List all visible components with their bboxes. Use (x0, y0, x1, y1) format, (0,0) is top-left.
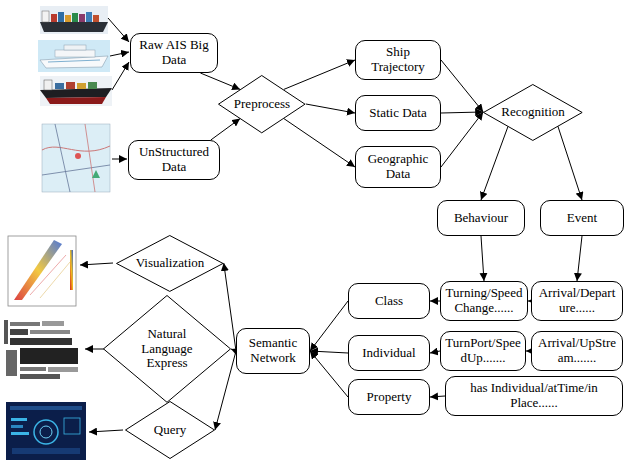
flow-arrow (481, 126, 508, 200)
flow-arrow (310, 351, 348, 397)
text-wrap: Visualization (136, 256, 205, 271)
node-label: Ship Trajectory (360, 45, 436, 75)
text-wrap: Recognition (501, 105, 565, 120)
diamond-shape (484, 84, 583, 140)
sea-chart-picture (42, 124, 110, 192)
flow-arrow (430, 396, 445, 397)
process-box: Arrival/UpStream....... (531, 331, 623, 371)
process-box: has Individual/atTime/in Place...... (445, 376, 623, 416)
flow-arrow (284, 60, 355, 89)
node-label: has Individual/atTime/in Place...... (450, 381, 618, 411)
node-label: Behaviour (442, 211, 520, 226)
cargo-ship-picture (40, 76, 112, 106)
process-box: Arrival/Departure...... (531, 281, 623, 321)
node-label: TurnPort/SpeedUp....... (445, 336, 521, 366)
flow-arrow (215, 351, 236, 430)
node-label: Arrival/UpStream....... (536, 336, 618, 366)
flow-arrow (211, 119, 240, 140)
flow-arrow (558, 126, 582, 200)
node-label: Static Data (360, 106, 436, 121)
node-label: Geographic Data (360, 152, 436, 182)
decision-diamond: Recognition (483, 84, 583, 141)
node-label: Recognition (501, 105, 565, 120)
flow-arrow (200, 73, 240, 89)
flow-arrow (310, 351, 348, 353)
flow-arrow (284, 119, 355, 167)
text-wrap: Preprocess (234, 97, 290, 112)
node-label: Query (154, 423, 187, 438)
decision-diamond: Visualization (116, 235, 224, 292)
picture-arrows (80, 18, 129, 432)
node-label: Turning/SpeedChange...... (445, 286, 523, 316)
text-wrap: Query (154, 423, 187, 438)
flow-arrow (441, 60, 483, 112)
process-box: Behaviour (437, 200, 525, 236)
query-dashboard-picture (6, 402, 86, 460)
node-label: Property (353, 390, 425, 405)
node-label: Raw AIS Big Data (135, 38, 213, 68)
process-box: Ship Trajectory (355, 40, 441, 80)
node-label: Individual (353, 346, 425, 361)
process-box: Geographic Data (355, 146, 441, 188)
process-box: Static Data (355, 95, 441, 131)
flow-arrow (310, 301, 348, 351)
diamond-shape (117, 235, 224, 291)
trajectory-chart-picture (8, 236, 76, 306)
node-label: Event (545, 211, 619, 226)
decision-diamond: Query (125, 401, 215, 459)
process-box: TurnPort/SpeedUp....... (440, 331, 526, 371)
diamond-shape (126, 402, 215, 459)
flow-arrow (441, 112, 483, 113)
node-label: UnStructured Data (133, 145, 215, 175)
process-box: Turning/SpeedChange...... (440, 281, 528, 321)
process-box: Individual (348, 335, 430, 371)
decision-diamond: Natural Language Express (103, 295, 231, 403)
decision-diamond: Preprocess (218, 75, 305, 133)
flow-arrow (306, 104, 355, 113)
word-cloud-picture (4, 320, 78, 379)
process-box: Property (348, 379, 430, 415)
process-box: Raw AIS Big Data (130, 33, 218, 73)
node-label: Class (353, 294, 425, 309)
node-label: Semantic Network (241, 336, 305, 366)
node-label: Preprocess (234, 97, 290, 112)
flow-arrow (430, 301, 440, 302)
process-box: UnStructured Data (128, 140, 220, 180)
process-box: Semantic Network (236, 328, 310, 374)
node-label: Visualization (136, 256, 205, 271)
node-label: Arrival/Departure...... (536, 286, 618, 316)
flow-arrow (481, 236, 484, 281)
process-box: Class (348, 283, 430, 319)
flow-arrow (577, 236, 582, 281)
process-box: Event (540, 200, 624, 236)
cruise-ship-picture (38, 40, 110, 72)
flow-arrow (430, 351, 440, 353)
flow-arrow (441, 112, 483, 167)
text-wrap: Natural Language Express (136, 327, 198, 372)
diamond-shape (103, 296, 230, 403)
container-ship-picture (40, 6, 108, 34)
flow-arrow (224, 263, 236, 351)
diamond-shape (219, 75, 305, 132)
node-label: Natural Language Express (136, 327, 198, 372)
